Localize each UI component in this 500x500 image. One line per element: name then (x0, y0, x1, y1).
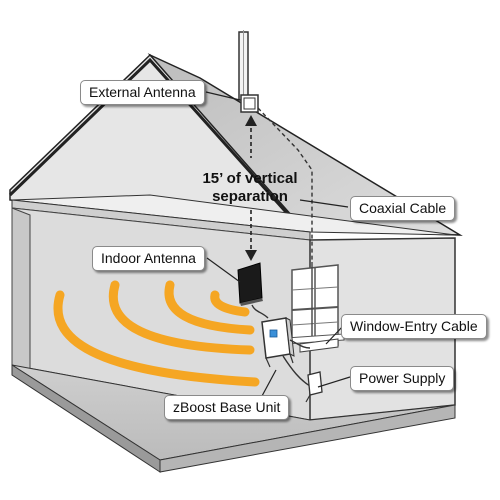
external-antenna-icon (238, 30, 259, 113)
power-supply-icon (305, 371, 323, 403)
interior-left-wall (11, 207, 31, 371)
gable-edge (8, 57, 304, 231)
floor-slab-edge-right (159, 404, 456, 473)
label-coaxial-cable: Coaxial Cable (350, 196, 456, 221)
separation-label-line2: separation (212, 188, 288, 205)
window-icon (285, 264, 345, 346)
signal-waves (53, 280, 260, 387)
indoor-antenna-icon (237, 262, 263, 306)
antenna-cable (251, 304, 269, 319)
signal-wave-2 (164, 280, 255, 335)
window-entry-cable (299, 338, 339, 353)
separation-label-line1: 15’ of vertical (202, 170, 298, 187)
power-cable (282, 355, 311, 387)
coaxial-cable (257, 107, 313, 262)
label-power-supply: Power Supply (350, 366, 455, 391)
signal-wave-4 (53, 290, 260, 387)
base-to-window-cable (289, 339, 311, 349)
separation-arrow (245, 115, 257, 261)
signal-wave-1 (210, 290, 250, 317)
label-external-antenna: External Antenna (80, 80, 205, 105)
label-zboost-base-unit: zBoost Base Unit (164, 395, 290, 420)
separation-label: 15’ of vertical separation (186, 170, 314, 206)
signal-wave-3 (108, 280, 255, 355)
label-window-entry-cable: Window-Entry Cable (341, 314, 487, 339)
base-unit-icon (261, 317, 295, 368)
label-indoor-antenna: Indoor Antenna (92, 246, 205, 271)
